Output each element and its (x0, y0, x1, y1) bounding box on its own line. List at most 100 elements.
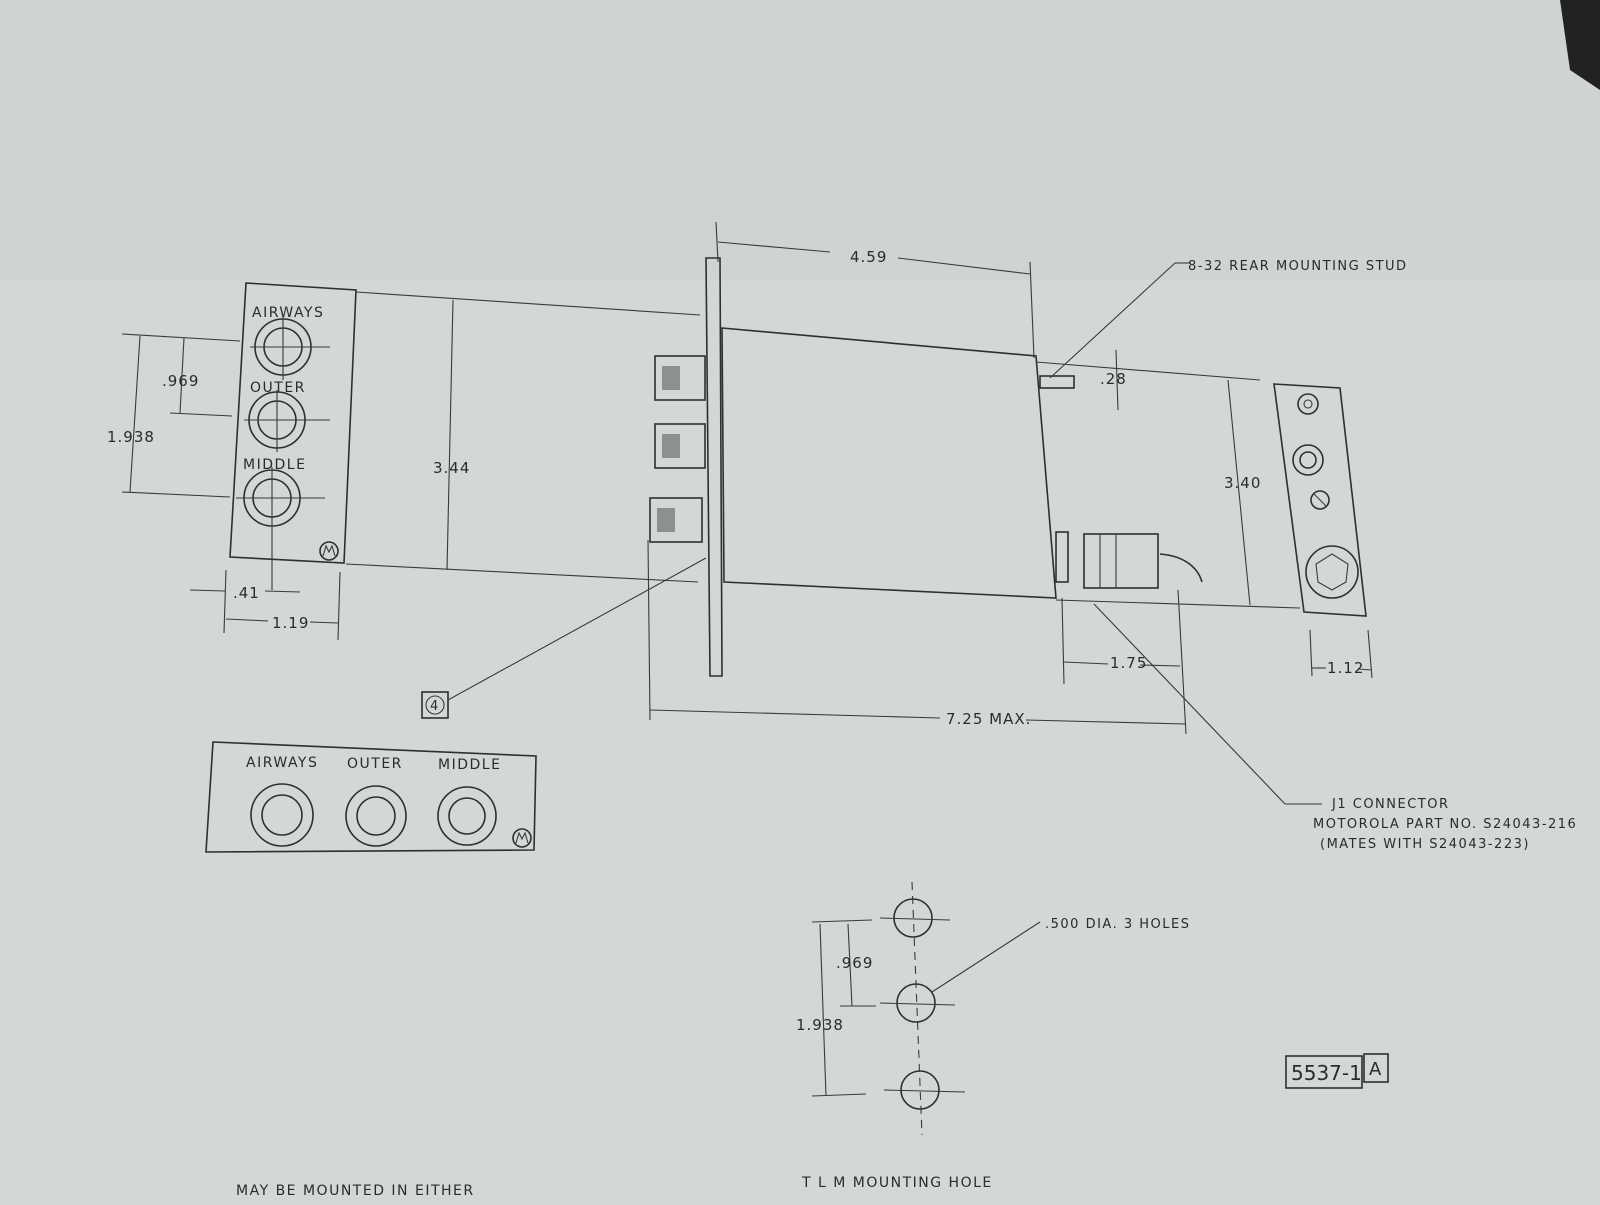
projection-line (355, 291, 701, 316)
dim-340-label: 3.40 (1224, 474, 1261, 492)
revision-letter: A (1369, 1059, 1382, 1080)
dim-725-label: 7.25 MAX. (946, 710, 1031, 728)
bottom-jack-outer (345, 785, 407, 847)
rear-stud-note: 8-32 REAR MOUNTING STUD (1188, 259, 1408, 274)
dim-ext-line (121, 333, 241, 342)
j1-note-line1: J1 CONNECTOR (1331, 797, 1450, 812)
dim-line-41 (189, 589, 226, 592)
hole-dim-1938-label: 1.938 (796, 1016, 844, 1034)
item-callout-circle (425, 695, 445, 715)
motorola-logo-icon (319, 541, 339, 561)
dim-119-label: 1.19 (272, 614, 309, 632)
rear-multipin-connector (1305, 545, 1359, 599)
rear-jack-small-inner (1303, 399, 1313, 409)
dim-ext-line (647, 539, 651, 721)
dim-ext-line (1029, 261, 1035, 359)
rear-mounting-stud (1039, 375, 1075, 389)
jack-body-airways (654, 355, 706, 401)
dim-969-label: .969 (162, 372, 199, 390)
page-corner (1560, 0, 1600, 90)
mounting-panel-plate (705, 257, 723, 677)
hole-middle (879, 983, 956, 1023)
rear-jack-small (1297, 393, 1319, 415)
drawing-number-box (1285, 1055, 1363, 1089)
dim-line-725 (1025, 719, 1187, 725)
drawing-number: 5537-1 (1291, 1061, 1362, 1085)
mounting-hole-pattern: .969 1.938 .500 DIA. 3 HOLES T L M MOUNT… (796, 881, 1189, 1191)
dim-line-340 (1227, 379, 1251, 606)
front-panel-outline (229, 282, 357, 564)
leader-line (447, 557, 707, 701)
dim-ext-line (811, 919, 873, 923)
dim-ext-line (1177, 589, 1187, 735)
dim-line-175 (1139, 664, 1181, 667)
rear-connector-inner (1299, 451, 1317, 469)
leader-line (1049, 262, 1176, 379)
dim-line-112 (1357, 668, 1373, 671)
front-jack-airways (250, 315, 330, 380)
j1-note-line2: MOTOROLA PART NO. S24043-216 (1313, 817, 1577, 832)
dim-ext-line (169, 412, 233, 417)
item-callout-box (421, 691, 449, 719)
dim-line-28 (1115, 349, 1119, 411)
front-panel-view: AIRWAYS OUTER MIDDLE .969 1.938 (107, 282, 357, 641)
horizontal-panel-outline (205, 741, 537, 853)
bottom-label-outer: OUTER (347, 756, 403, 772)
leader-line (1093, 603, 1286, 805)
hole-top (879, 898, 951, 938)
dim-ext-line (1061, 597, 1065, 685)
unit-body (721, 327, 1057, 599)
bottom-jack-airways (250, 783, 314, 847)
horizontal-panel-view: AIRWAYS OUTER MIDDLE (205, 741, 537, 853)
dim-line-175 (1063, 661, 1109, 665)
j1-note-line3: (MATES WITH S24043-223) (1320, 837, 1530, 852)
dim-ext-line (223, 569, 227, 634)
dim-28-label: .28 (1100, 370, 1127, 388)
dim-ext-line (1309, 629, 1313, 677)
projection-line (345, 563, 699, 583)
dim-line-119 (309, 621, 339, 624)
revision-box (1363, 1053, 1389, 1083)
j1-connector (1055, 531, 1203, 589)
hole-dim-969-label: .969 (836, 954, 873, 972)
front-jack-outer (244, 390, 330, 452)
dim-ext-line (121, 491, 231, 498)
item-callout-number: 4 (430, 699, 440, 714)
hole-bottom (883, 1070, 966, 1110)
side-view: 3.44 4.59 8-32 REAR MOUNTING STUD (345, 221, 1577, 852)
motorola-logo-icon (512, 828, 532, 848)
rear-view: 1.12 (1273, 383, 1373, 679)
dim-line-1938 (819, 923, 827, 1097)
front-label-middle: MIDDLE (243, 457, 306, 473)
dim-112-label: 1.12 (1327, 659, 1364, 677)
rear-screw-slot (1313, 493, 1327, 507)
rear-connector-round (1292, 444, 1324, 476)
dim-line-969 (847, 923, 853, 1007)
dim-ext-line (715, 221, 719, 263)
hole-centerline (911, 881, 923, 1136)
dim-ext-line (1035, 361, 1261, 381)
front-jack-middle (236, 467, 325, 590)
dim-line-459 (897, 257, 1031, 275)
front-label-outer: OUTER (250, 380, 306, 396)
dim-41-label: .41 (233, 584, 260, 602)
dim-line-344 (446, 299, 454, 571)
drawing-number-block: 5537-1 A (1285, 1053, 1389, 1089)
dim-line-969 (179, 337, 185, 414)
dim-344-label: 3.44 (433, 459, 470, 477)
jack-body-outer (654, 423, 706, 469)
dim-line-725 (649, 709, 941, 719)
dim-ext-line (811, 1093, 867, 1097)
front-label-airways: AIRWAYS (252, 305, 324, 321)
hole-pattern-title: T L M MOUNTING HOLE (801, 1175, 993, 1191)
jack-body-middle (649, 497, 703, 543)
dim-175-label: 1.75 (1110, 654, 1147, 672)
dim-line-119 (225, 618, 269, 622)
leader-line (931, 921, 1041, 993)
dim-ext-line (337, 571, 341, 641)
rear-multipin-insert (1315, 553, 1349, 591)
rear-panel-outline (1273, 383, 1367, 617)
bottom-jack-middle (437, 786, 497, 846)
